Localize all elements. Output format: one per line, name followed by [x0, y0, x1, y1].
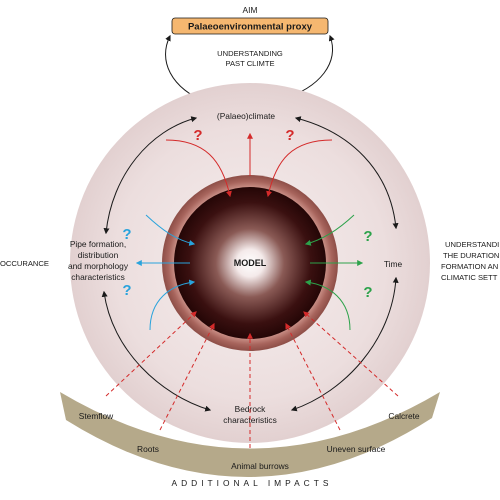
proxy-box	[171, 17, 329, 35]
question-mark-green-bottom: ?	[363, 284, 372, 301]
node-pipe-formation-line2: distribution	[78, 250, 119, 260]
side-label-right-line1: UNDERSTANDI	[445, 240, 499, 249]
node-palaeoclimate: (Palaeo)climate	[217, 111, 276, 121]
cycle-arrow-bottom-right	[290, 276, 399, 412]
pipe-arrow-bottom	[149, 279, 196, 331]
node-pipe-formation-line1: Pipe formation,	[70, 239, 126, 249]
side-label-left: OCCURANCE	[0, 259, 49, 268]
side-label-right-line2: THE DURATION	[443, 251, 499, 260]
question-mark-red-left: ?	[193, 127, 202, 144]
climate-arrow-left	[165, 139, 232, 198]
time-arrow-top	[304, 214, 355, 246]
question-mark-blue-top: ?	[122, 226, 131, 243]
cycle-arrow-top-right	[294, 116, 399, 230]
question-mark-blue-bottom: ?	[122, 282, 131, 299]
time-arrow-bottom	[304, 279, 351, 331]
model-core	[174, 187, 326, 339]
impact-label-roots: Roots	[137, 444, 159, 454]
impact-arrow-uneven-surface	[285, 322, 341, 431]
node-time: Time	[384, 259, 403, 269]
impact-arrow-roots	[159, 322, 215, 431]
impact-label-calcrete: Calcrete	[388, 411, 420, 421]
question-mark-green-top: ?	[363, 228, 372, 245]
understanding-label-line2: PAST CLIMTE	[225, 59, 274, 68]
question-mark-red-right: ?	[285, 127, 294, 144]
aim-label: AIM	[243, 5, 258, 15]
understanding-label-line1: UNDERSTANDING	[217, 49, 283, 58]
impact-label-animal-burrows: Animal burrows	[231, 461, 289, 471]
side-label-right-line3: FORMATION AN	[441, 262, 498, 271]
impact-label-stemflow: Stemflow	[79, 411, 114, 421]
additional-impacts-band	[60, 392, 440, 478]
impact-arrow-calcrete	[303, 311, 399, 397]
climate-arrow-right	[266, 139, 333, 198]
proxy-label: Palaeoenvironmental proxy	[188, 22, 313, 33]
node-pipe-formation-line3: and morphology	[68, 261, 129, 271]
impact-label-uneven-surface: Uneven surface	[327, 444, 386, 454]
cycle-arrow-bottom-left	[101, 290, 212, 412]
model-label: MODEL	[234, 258, 267, 268]
cycle-arrow-top-left	[103, 116, 198, 235]
side-label-right-line4: CLIMATIC SETT	[441, 273, 498, 282]
additional-impacts-label: ADDITIONAL IMPACTS	[172, 478, 333, 488]
pipe-arrow-top	[145, 214, 196, 246]
node-pipe-formation-line4: characteristics	[71, 272, 125, 282]
